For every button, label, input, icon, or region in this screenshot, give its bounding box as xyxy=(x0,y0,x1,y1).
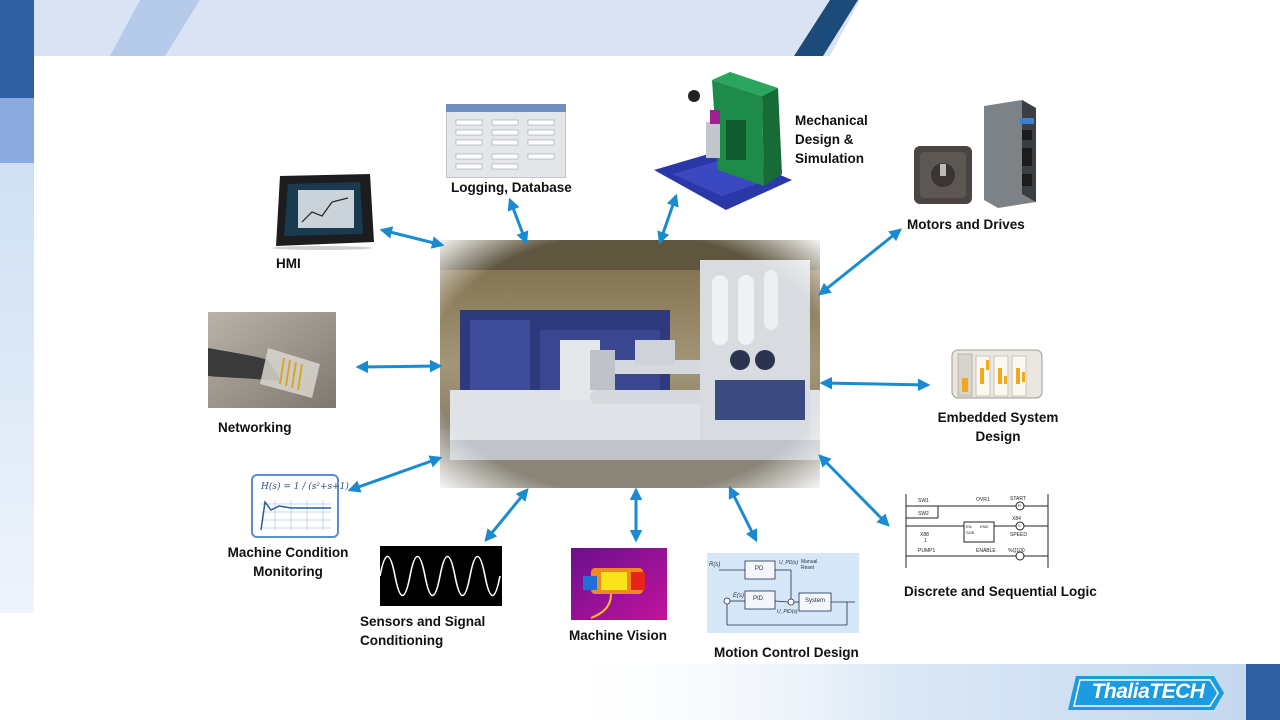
hmi-panel-image xyxy=(272,174,374,250)
arrow-mechanical xyxy=(657,193,679,245)
mechanical-label-line-1: Mechanical xyxy=(795,113,868,128)
motion-system-block: System xyxy=(805,598,826,604)
motion-manual-reset-label: Manual Reset xyxy=(801,559,817,571)
motors-drives-image xyxy=(914,100,1036,208)
ladder-middle-enable: ENABLE xyxy=(976,548,996,554)
left-mid-block xyxy=(0,98,34,163)
condition-label: Machine Condition Monitoring xyxy=(212,543,364,581)
embedded-label-line-2: Design xyxy=(975,429,1021,444)
networking-label: Networking xyxy=(218,420,292,435)
logging-label: Logging, Database xyxy=(451,180,572,195)
arrow-hmi xyxy=(379,226,445,249)
embedded-label: Embedded System Design xyxy=(922,408,1074,446)
ladder-middle-ovr1: OVR1 xyxy=(976,497,990,503)
arrow-logging xyxy=(507,197,529,245)
condition-label-line-1: Machine Condition xyxy=(227,545,349,560)
mechanical-label-line-2: Design & xyxy=(795,132,854,147)
transfer-function-formula: H(s) = 1 / (s²+s+1) xyxy=(261,482,349,492)
logo-text: ThaliaTECH xyxy=(1091,680,1205,703)
condition-label-line-2: Monitoring xyxy=(253,564,323,579)
ladder-block-end: END xyxy=(980,524,989,529)
arrow-motors xyxy=(818,228,902,296)
arrow-networking xyxy=(355,359,443,374)
footer-dark-block xyxy=(1246,664,1280,720)
header-dark-wedge xyxy=(794,0,858,56)
header-band xyxy=(34,0,860,56)
hmi-label: HMI xyxy=(276,256,301,271)
condition-monitoring-image: H(s) = 1 / (s²+s+1) xyxy=(251,474,349,538)
sensors-label-line-1: Sensors and Signal xyxy=(360,614,486,629)
ladder-output-start: START xyxy=(1010,496,1026,502)
motion-manual-line-2: Reset xyxy=(801,565,815,571)
sensor-sine-wave-image xyxy=(380,546,502,606)
ladder-logic-image: SW1 SW2 X88 1 PUMP1 OVR1 ENABLE EN END S… xyxy=(904,492,1050,570)
logging-database-image xyxy=(446,104,566,178)
sensors-label-line-2: Conditioning xyxy=(360,633,444,648)
motion-pid-block: PID xyxy=(753,596,764,602)
arrow-embedded xyxy=(819,376,931,392)
embedded-label-line-1: Embedded System xyxy=(937,410,1059,425)
left-band xyxy=(0,163,34,613)
ladder-output-x84: X84 xyxy=(1012,516,1021,522)
ladder-block-sub: SUB xyxy=(966,530,975,535)
arrow-condition xyxy=(347,455,443,493)
ladder-contact-x88: X88 xyxy=(920,532,929,538)
motion-manual-line-1: Manual xyxy=(801,559,818,565)
left-dark-block xyxy=(0,0,34,98)
embedded-system-image xyxy=(951,349,1043,399)
motion-input-label: R(s) xyxy=(709,562,721,568)
motors-label: Motors and Drives xyxy=(907,217,1025,232)
motion-label: Motion Control Design xyxy=(714,645,859,660)
mechanical-label-line-3: Simulation xyxy=(795,151,865,166)
mechanical-label: Mechanical Design & Simulation xyxy=(795,111,868,168)
motion-pd-block: PD xyxy=(755,566,764,572)
thermal-vision-image xyxy=(571,548,667,620)
ladder-coil-r: R xyxy=(1018,503,1021,508)
discrete-label: Discrete and Sequential Logic xyxy=(904,584,1097,599)
ladder-contact-sw2: SW2 xyxy=(918,511,929,517)
header-stripe xyxy=(110,0,200,56)
arrow-motion xyxy=(728,485,758,543)
vision-label: Machine Vision xyxy=(569,628,668,643)
arrow-sensors xyxy=(484,488,529,542)
motion-u-pid-label: U_PID(s) xyxy=(777,609,798,615)
ladder-contact-sw1: SW1 xyxy=(918,498,929,504)
motion-control-block-diagram: R(s) E(s) PD PID System U_PD(s) U_PID(s)… xyxy=(707,553,859,633)
sensors-label: Sensors and Signal Conditioning xyxy=(360,612,485,650)
motion-error-label: E(s) xyxy=(733,593,744,599)
die-casting-machine-photo xyxy=(440,240,820,488)
motion-u-pd-label: U_PD(s) xyxy=(779,560,799,566)
ladder-output-speed: SPEED xyxy=(1010,532,1027,538)
thaliatech-logo: ThaliaTECH xyxy=(1066,674,1226,712)
ladder-x88-value: 1 xyxy=(924,538,927,544)
arrow-discrete xyxy=(818,454,890,527)
ladder-contact-pump1: PUMP1 xyxy=(918,548,936,554)
ladder-output-q100: %Q100 xyxy=(1008,548,1025,554)
ladder-coil-s: S xyxy=(1018,523,1021,528)
mechanical-cad-image xyxy=(654,72,792,210)
networking-cable-image xyxy=(208,312,336,408)
ladder-block-en: EN xyxy=(966,524,972,529)
